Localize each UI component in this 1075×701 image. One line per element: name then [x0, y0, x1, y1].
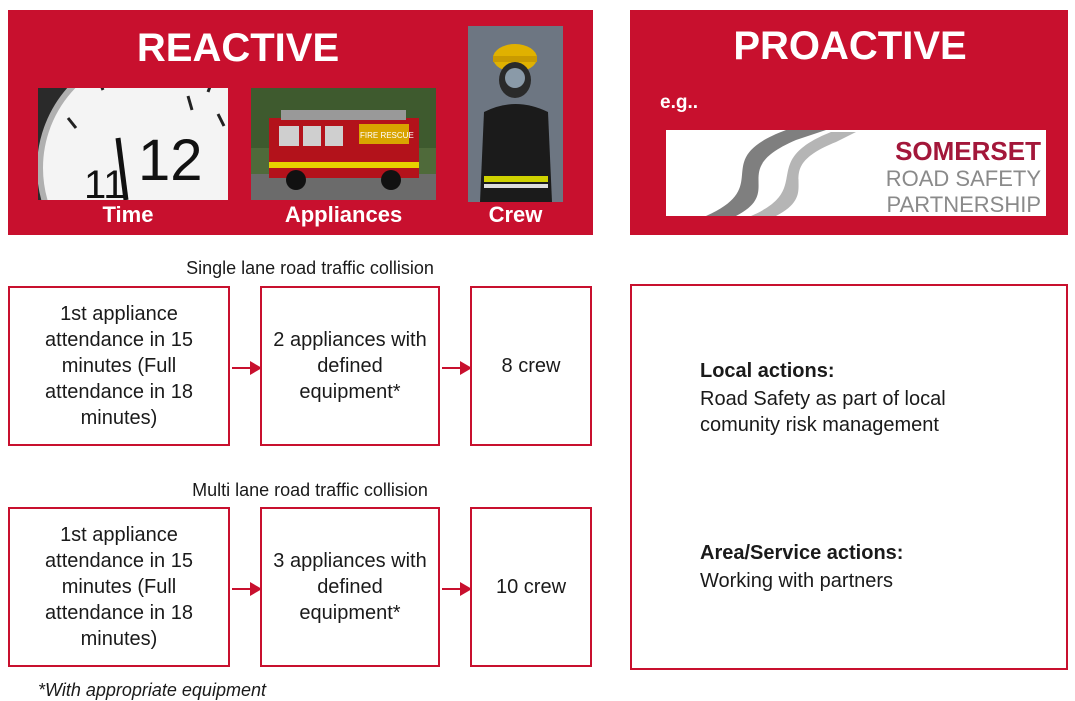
fire-engine-image: FIRE RESCUE — [251, 88, 436, 200]
engine-sign: FIRE RESCUE — [360, 131, 414, 140]
logo-line-3: PARTNERSHIP — [886, 192, 1041, 217]
road-swoosh-icon — [666, 130, 856, 216]
logo-line-1: SOMERSET — [895, 136, 1041, 166]
multi-lane-box-1: 1st appliance attendance in 15 minutes (… — [8, 507, 230, 667]
proactive-title: PROACTIVE — [733, 24, 967, 68]
single-lane-box-1: 1st appliance attendance in 15 minutes (… — [8, 286, 230, 446]
single-lane-title: Single lane road traffic collision — [186, 258, 434, 278]
single-lane-box-3: 8 crew — [470, 286, 592, 446]
eg-label: e.g.. — [660, 92, 699, 113]
arrow-single-1 — [232, 361, 262, 375]
reactive-panel: REACTIVE 12 11 Time — [8, 10, 593, 235]
area-actions-text: Working with partners — [700, 570, 894, 592]
arrow-multi-1 — [232, 582, 262, 596]
arrow-single-2 — [442, 361, 472, 375]
logo-line-2: ROAD SAFETY — [885, 166, 1041, 191]
caption-appliances: Appliances — [284, 202, 403, 227]
caption-crew: Crew — [488, 202, 543, 227]
multi-lane-title: Multi lane road traffic collision — [192, 480, 428, 500]
multi-lane-box-3: 10 crew — [470, 507, 592, 667]
arrow-multi-2 — [442, 582, 472, 596]
firefighter-image — [468, 26, 563, 202]
somerset-logo: SOMERSET ROAD SAFETY PARTNERSHIP — [666, 130, 1046, 217]
clock-number-small: 11 — [84, 163, 126, 200]
reactive-title: REACTIVE — [136, 26, 340, 70]
proactive-panel: PROACTIVE e.g.. SOMERSET ROAD SAFETY PAR… — [630, 10, 1068, 235]
local-actions-text: Road Safety as part of local comunity ri… — [700, 388, 946, 436]
local-actions-heading: Local actions: — [700, 360, 835, 382]
clock-face-image: 12 11 — [38, 88, 228, 200]
proactive-actions-box: Local actions: Road Safety as part of lo… — [630, 284, 1068, 670]
area-actions-heading: Area/Service actions: — [700, 542, 904, 564]
caption-time: Time — [102, 202, 154, 227]
single-lane-box-2: 2 appliances with defined equipment* — [260, 286, 440, 446]
multi-lane-box-2: 3 appliances with defined equipment* — [260, 507, 440, 667]
footnote: *With appropriate equipment — [38, 680, 266, 700]
clock-number: 12 — [138, 128, 203, 193]
